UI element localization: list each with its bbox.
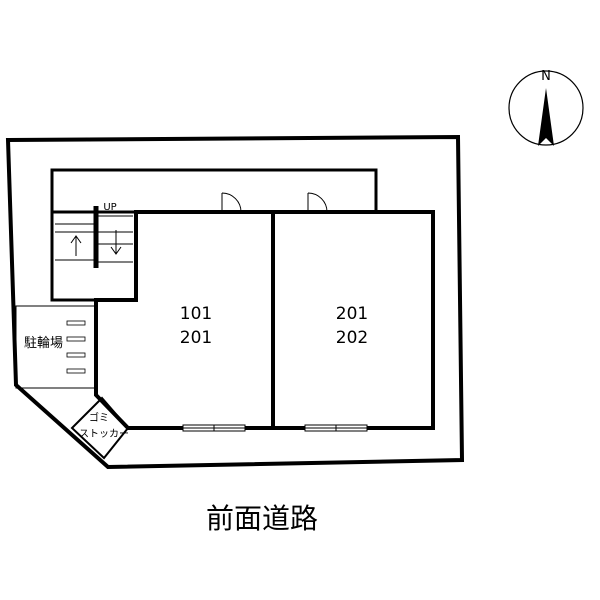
bicycle-rack-icon [66, 320, 86, 374]
garbage-stocker-outline [70, 396, 130, 460]
bicycle-parking: 駐輪場 [15, 305, 97, 389]
staircase: UP [50, 202, 138, 302]
road-label: 前面道路 [206, 502, 318, 535]
site-boundary [5, 134, 465, 470]
window-icon [182, 424, 246, 432]
unit-right-label-1: 201 [336, 304, 368, 324]
unit-left-label-2: 201 [180, 328, 212, 348]
unit-left-label-1: 101 [180, 304, 212, 324]
window-icon [304, 424, 368, 432]
garbage-stocker: ゴミ ストッカー [70, 396, 130, 460]
stairs-up-label: UP [103, 202, 116, 213]
bicycle-parking-area [15, 305, 97, 389]
compass-circle [508, 70, 584, 146]
door-icon [221, 192, 242, 213]
down-arrow-icon [110, 230, 122, 255]
compass: N [508, 69, 584, 146]
door-icon [307, 192, 328, 213]
bicycle-parking-label: 駐輪場 [24, 335, 63, 351]
unit-right-label-2: 202 [336, 328, 368, 348]
north-label: N [541, 69, 551, 84]
corridor-outline [50, 168, 378, 300]
garbage-stocker-label-1: ゴミ [89, 411, 109, 424]
north-arrow-icon [538, 88, 554, 146]
up-arrow-icon [70, 235, 82, 256]
garbage-stocker-label-2: ストッカー [79, 428, 129, 440]
